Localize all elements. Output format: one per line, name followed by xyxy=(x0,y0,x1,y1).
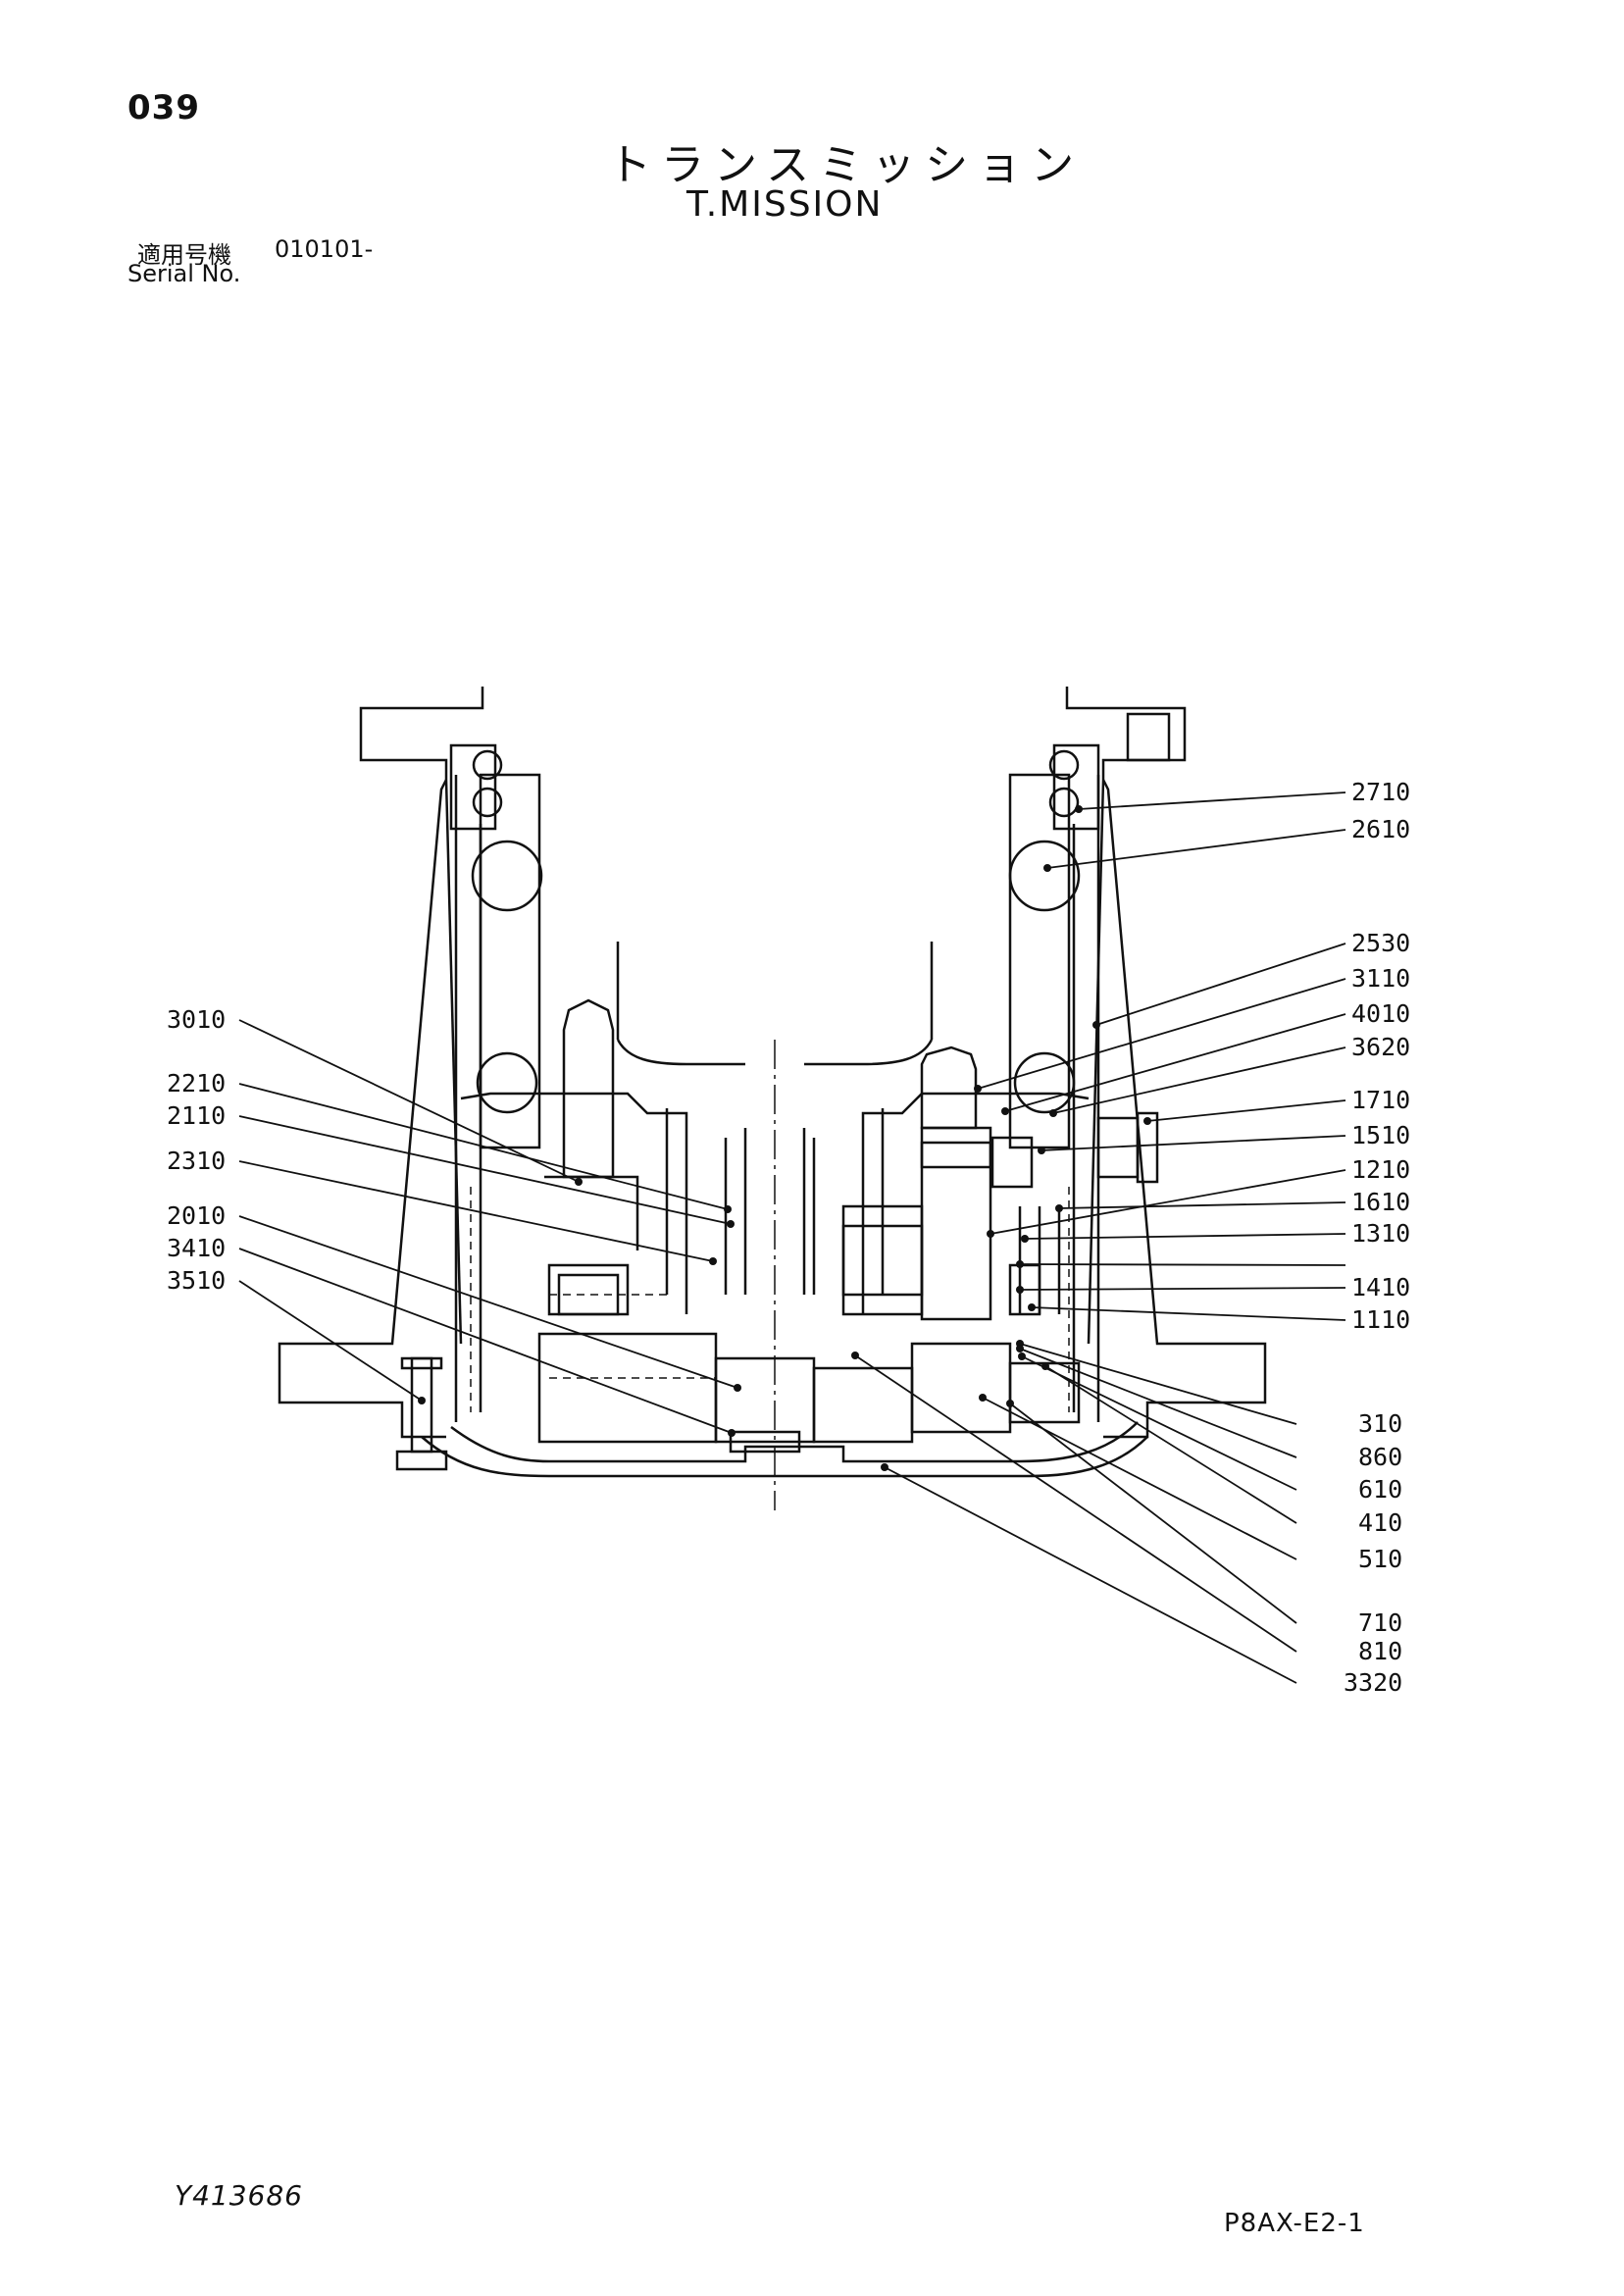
part-label-1510: 1510 xyxy=(1351,1121,1410,1149)
part-label-1710: 1710 xyxy=(1351,1086,1410,1114)
serial-label-japanese: 適用号機 xyxy=(137,241,231,269)
part-label-2110: 2110 xyxy=(167,1101,226,1130)
document-id: Y413686 xyxy=(175,2179,303,2212)
part-label-3620: 3620 xyxy=(1351,1033,1410,1061)
part-label-3510: 3510 xyxy=(167,1266,226,1295)
page-code: P8AX-E2-1 xyxy=(1224,2209,1365,2238)
part-label-610: 610 xyxy=(1358,1475,1402,1504)
part-label-3320: 3320 xyxy=(1344,1668,1402,1697)
part-label-2210: 2210 xyxy=(167,1069,226,1097)
part-label-2010: 2010 xyxy=(167,1201,226,1230)
part-label-2530: 2530 xyxy=(1351,929,1410,957)
part-label-710: 710 xyxy=(1358,1608,1402,1637)
part-label-2710: 2710 xyxy=(1351,778,1410,806)
part-label-3010: 3010 xyxy=(167,1005,226,1034)
serial-value: 010101- xyxy=(275,235,374,263)
part-label-510: 510 xyxy=(1358,1545,1402,1573)
part-label-410: 410 xyxy=(1358,1508,1402,1537)
part-label-310: 310 xyxy=(1358,1409,1402,1438)
part-label-1610: 1610 xyxy=(1351,1188,1410,1216)
part-label-4010: 4010 xyxy=(1351,999,1410,1028)
part-label-1310: 1310 xyxy=(1351,1219,1410,1248)
part-label-3110: 3110 xyxy=(1351,964,1410,993)
part-label-1210: 1210 xyxy=(1351,1155,1410,1184)
part-label-2610: 2610 xyxy=(1351,815,1410,843)
title-english: T.MISSION xyxy=(686,184,884,225)
part-label-1110: 1110 xyxy=(1351,1305,1410,1334)
part-label-3410: 3410 xyxy=(167,1234,226,1262)
part-label-2310: 2310 xyxy=(167,1147,226,1175)
page-number: 039 xyxy=(127,88,200,128)
part-label-1410: 1410 xyxy=(1351,1273,1410,1301)
serial-label-english: Serial No. xyxy=(127,260,241,287)
title-japanese: トランスミッション xyxy=(608,140,1085,190)
part-label-860: 860 xyxy=(1358,1443,1402,1471)
part-label-810: 810 xyxy=(1358,1637,1402,1665)
